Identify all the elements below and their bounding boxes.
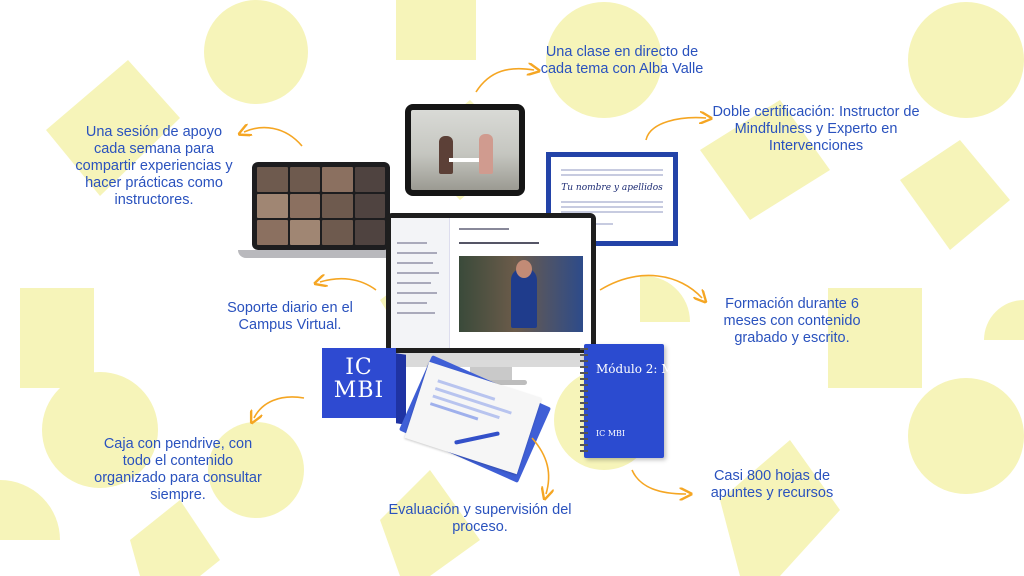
caption-support-session: Una sesión de apoyo cada semana para com… [75, 124, 233, 208]
box-logo: IC MBI [333, 355, 385, 403]
notebook-logo: IC MBI [596, 429, 626, 438]
caption-box-pendrive: Caja con pendrive, con todo el contenido… [94, 436, 262, 503]
notebook-title: Módulo 2: MBAR [596, 362, 701, 376]
caption-live-class: Una clase en directo de cada tema con Al… [540, 44, 704, 77]
tablet-live-class [405, 104, 525, 196]
caption-training: Formación durante 6 meses con contenido … [723, 296, 861, 346]
caption-double-cert: Doble certificación: Instructor de Mindf… [712, 104, 920, 154]
caption-daily-support: Soporte diario en el Campus Virtual. [227, 300, 353, 333]
certificate-name: Tu nombre y apellidos [561, 183, 663, 193]
caption-notes: Casi 800 hojas de apuntes y recursos [710, 468, 834, 501]
caption-evaluation: Evaluación y supervisión del proceso. [388, 502, 572, 535]
